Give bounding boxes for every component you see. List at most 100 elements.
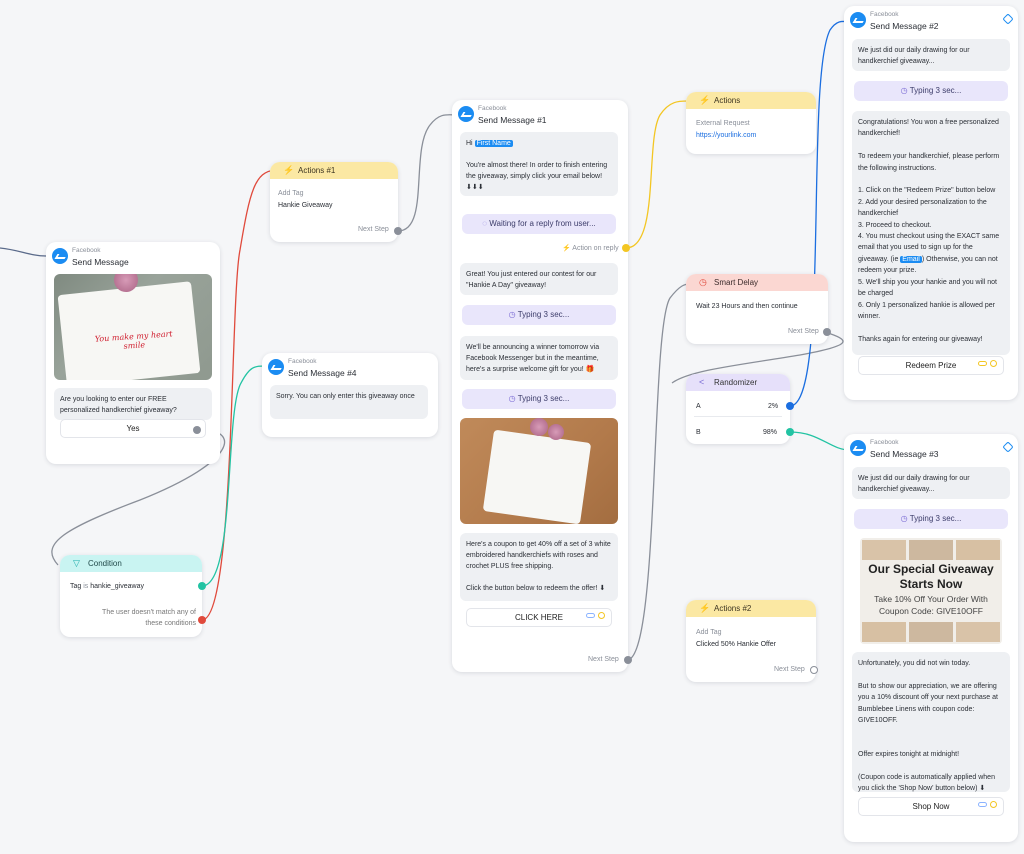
- link-icon: [978, 802, 987, 807]
- email-chip: Email: [900, 255, 922, 263]
- actions2-node[interactable]: ⚡Actions #2 Add Tag Clicked 50% Hankie O…: [686, 600, 818, 682]
- actions1-node[interactable]: ⚡Actions #1 Add Tag Hankie Giveaway Next…: [270, 162, 402, 242]
- yes-output-port[interactable]: [193, 426, 201, 434]
- drawing-bubble: We just did our daily drawing for our ha…: [852, 467, 1010, 499]
- node-title: Smart Delay: [714, 278, 759, 287]
- congrats-bubble: Congratulations! You won a free personal…: [852, 111, 1010, 355]
- ring-icon: [990, 360, 997, 367]
- node-title: Send Message #4: [288, 368, 357, 378]
- action-value: Clicked 50% Hankie Offer: [696, 641, 777, 648]
- node-title: Send Message #2: [870, 21, 939, 31]
- variant-b-pct: 98%: [763, 429, 778, 436]
- drawing-bubble: We just did our daily drawing for our ha…: [852, 39, 1010, 71]
- redeem-prize-button[interactable]: Redeem Prize: [858, 356, 1004, 375]
- send-message-node[interactable]: Facebook Send Message You make my heart …: [46, 242, 220, 464]
- greeting-bubble: Hi First Name You're almost there! In or…: [460, 132, 618, 196]
- condition-fallback: The user doesn't match any of these cond…: [102, 609, 196, 627]
- button-icons: [978, 801, 997, 808]
- typing-indicator: ◷ Typing 3 sec...: [462, 389, 616, 409]
- smart-delay-node[interactable]: ◷Smart Delay Wait 23 Hours and then cont…: [686, 274, 831, 344]
- match-output-port[interactable]: [198, 582, 206, 590]
- next-step-port[interactable]: [624, 656, 632, 664]
- promo-title-1: Our Special Giveaway: [868, 562, 994, 576]
- variant-a-label: A: [696, 403, 701, 410]
- shop-now-button[interactable]: Shop Now: [858, 797, 1004, 816]
- node-title: Send Message #1: [478, 115, 547, 125]
- entered-bubble: Great! You just entered our contest for …: [460, 263, 618, 295]
- typing-indicator: ◷ Typing 3 sec...: [854, 81, 1008, 101]
- node-title: Actions: [714, 96, 741, 105]
- offer-bubble: Unfortunately, you did not win today. Bu…: [852, 652, 1010, 792]
- messenger-icon: [850, 12, 866, 28]
- action-label: Add Tag: [696, 629, 722, 636]
- variant-a-pct: 2%: [768, 403, 779, 410]
- node-platform: Facebook: [478, 105, 507, 112]
- condition-rule: Tag is hankie_giveaway: [70, 583, 144, 590]
- node-platform: Facebook: [870, 439, 899, 446]
- announce-bubble: We'll be announcing a winner tomorrow vi…: [460, 336, 618, 380]
- action-on-reply-port[interactable]: [622, 244, 630, 252]
- action-value: Hankie Giveaway: [278, 202, 333, 209]
- lightning-icon: ⚡: [699, 603, 711, 613]
- messenger-icon: [458, 106, 474, 122]
- promo-title-2: Starts Now: [899, 577, 963, 591]
- coupon-bubble: Here's a coupon to get 40% off a set of …: [460, 533, 618, 601]
- lightning-icon: ⚡: [699, 95, 711, 105]
- promo-image: Our Special Giveaway Starts Now Take 10%…: [860, 538, 1002, 644]
- message-bubble: Are you looking to enter our FREE person…: [54, 388, 212, 420]
- node-title: Actions #1: [298, 166, 336, 175]
- external-request-url[interactable]: https://yourlink.com: [696, 132, 757, 139]
- gift-image: [460, 418, 618, 524]
- button-icons: [586, 612, 605, 619]
- clock-icon: ◷: [699, 277, 707, 287]
- filter-icon: ▽: [73, 558, 80, 568]
- action-label: External Request: [696, 120, 750, 127]
- tag-icon[interactable]: [1002, 13, 1014, 25]
- variant-b-label: B: [696, 429, 701, 436]
- shuffle-icon: <: [699, 377, 705, 387]
- node-title: Send Message #3: [870, 449, 939, 459]
- fallback-output-port[interactable]: [198, 616, 206, 624]
- send-message-2-node[interactable]: Facebook Send Message #2 We just did our…: [844, 6, 1018, 400]
- actions-node[interactable]: ⚡Actions External Request https://yourli…: [686, 92, 816, 154]
- randomizer-node[interactable]: < Randomizer A 2% B 98%: [686, 374, 794, 444]
- yes-button[interactable]: Yes: [60, 419, 206, 438]
- tag-icon[interactable]: [1002, 441, 1014, 453]
- next-step-label: Next Step: [358, 226, 389, 233]
- click-here-button[interactable]: CLICK HERE: [466, 608, 612, 627]
- waiting-reply-indicator: ◌ Waiting for a reply from user...: [462, 214, 616, 234]
- ring-icon: [598, 612, 605, 619]
- messenger-icon: [850, 440, 866, 456]
- node-platform: Facebook: [72, 247, 101, 254]
- next-step-port[interactable]: [823, 328, 831, 336]
- ring-icon: [990, 801, 997, 808]
- messenger-icon: [268, 359, 284, 375]
- node-title: Send Message: [72, 257, 129, 267]
- send-message-3-node[interactable]: Facebook Send Message #3 We just did our…: [844, 434, 1018, 842]
- next-step-label: Next Step: [788, 328, 819, 335]
- typing-indicator: ◷ Typing 3 sec...: [854, 509, 1008, 529]
- node-title: Randomizer: [714, 378, 758, 387]
- variant-a-port[interactable]: [786, 402, 794, 410]
- typing-indicator: ◷ Typing 3 sec...: [462, 305, 616, 325]
- send-message-1-node[interactable]: Facebook Send Message #1 Hi First Name Y…: [452, 100, 632, 672]
- next-step-port[interactable]: [394, 227, 402, 235]
- link-icon: [586, 613, 595, 618]
- messenger-icon: [52, 248, 68, 264]
- handkerchief-image: You make my heart smile: [54, 274, 212, 380]
- lightning-icon: ⚡: [283, 165, 295, 175]
- next-step-port[interactable]: [810, 666, 818, 674]
- first-name-chip: First Name: [474, 140, 513, 147]
- promo-sub-1: Take 10% Off Your Order With: [874, 594, 988, 604]
- button-icons: [978, 360, 997, 367]
- condition-node[interactable]: ▽ Condition Tag is hankie_giveaway The us…: [60, 555, 206, 637]
- node-platform: Facebook: [288, 358, 317, 365]
- node-title: Actions #2: [714, 604, 752, 613]
- send-message-4-node[interactable]: Facebook Send Message #4 Sorry. You can …: [262, 353, 438, 437]
- node-title: Condition: [88, 559, 122, 568]
- variant-b-port[interactable]: [786, 428, 794, 436]
- message-bubble: Sorry. You can only enter this giveaway …: [270, 385, 428, 419]
- action-on-reply-label: ⚡ Action on reply: [562, 245, 619, 252]
